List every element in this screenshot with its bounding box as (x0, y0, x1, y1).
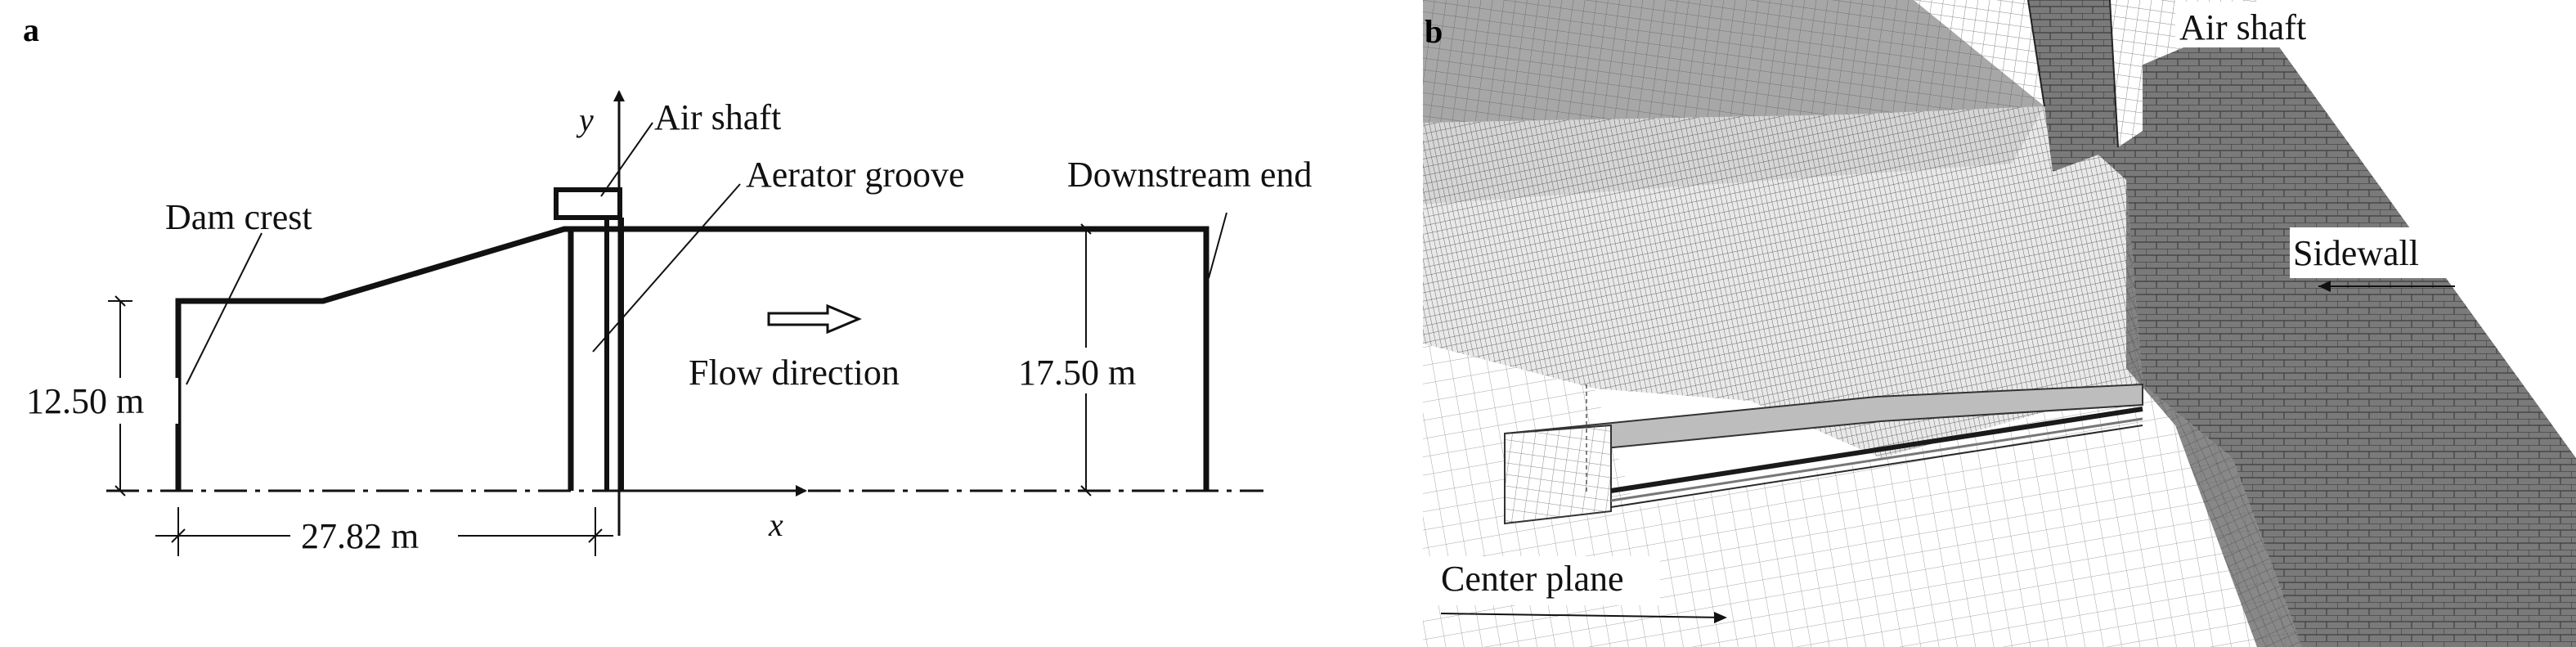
left-dimension-mask (25, 378, 178, 424)
air-shaft-edge-left (2027, 0, 2045, 107)
air-shaft-label-a: Air shaft (654, 97, 781, 137)
chute-outline (571, 226, 1209, 491)
aerator-groove-end (1504, 424, 1612, 525)
dam-outline-upper (175, 226, 571, 491)
panel-a-label: a (23, 11, 39, 48)
downstream-end-label: Downstream end (1067, 155, 1312, 195)
air-shaft-column-side (2110, 0, 2143, 147)
sidewall-label-bg (2290, 227, 2457, 278)
panel-a-schematic: a x y Flow direction 12.50 m 17.50 m 27.… (23, 11, 1312, 558)
left-dimension-label: 12.50 m (26, 381, 144, 421)
sidewall-label: Sidewall (2293, 233, 2419, 273)
aerator-groove-label: Aerator groove (746, 155, 965, 195)
center-plane-arrow-line (1440, 613, 1726, 618)
sidewall-mesh (2044, 16, 2576, 647)
x-axis-label: x (768, 506, 783, 543)
y-axis-label: y (576, 101, 594, 138)
flow-direction-label: Flow direction (689, 353, 900, 393)
center-plane-label-bg (1423, 556, 1660, 605)
upper-wall-shade (1423, 0, 2044, 123)
sidewall-lower-mesh (2126, 180, 2302, 647)
h-dimension-label: 27.82 m (301, 516, 419, 556)
sidewall-arrow-head (2318, 281, 2331, 292)
air-shaft-label-b: Air shaft (2179, 7, 2306, 47)
air-shaft-edge-right (2109, 0, 2119, 148)
panel-b-mesh-view: b Air shaft Sidewall Center plane (1423, 0, 2576, 647)
dam-crest-label: Dam crest (165, 197, 312, 237)
center-plane-arrow-head (1714, 612, 1727, 623)
flow-direction-arrow (767, 303, 862, 335)
right-dimension-mask (1012, 348, 1168, 393)
air-shaft-label-bg (2175, 2, 2339, 47)
air-shaft-column-front (2028, 0, 2118, 172)
aerator-slot-line (1610, 407, 2143, 493)
mesh-svg: b Air shaft Sidewall Center plane (1423, 0, 2576, 647)
aerator-slot-edge (1610, 425, 2143, 508)
air-shaft-leader (600, 122, 653, 197)
air-shaft-box (554, 187, 622, 220)
chute-floor-mesh (1423, 106, 2143, 458)
right-dimension-label: 17.50 m (1018, 353, 1136, 393)
panel-b-label: b (1425, 13, 1443, 50)
aerator-slot-line-lower (1610, 417, 2143, 502)
floor-shade (1423, 106, 2044, 204)
aerator-groove-leader (592, 183, 741, 353)
h-dimension-mask (290, 514, 458, 558)
center-plane-label: Center plane (1441, 559, 1624, 599)
h-dimension-ticks (171, 528, 603, 543)
schematic-svg: a x y Flow direction 12.50 m 17.50 m 27.… (23, 11, 1312, 558)
downstream-end-leader (1208, 212, 1227, 279)
dam-crest-leader (186, 232, 263, 385)
